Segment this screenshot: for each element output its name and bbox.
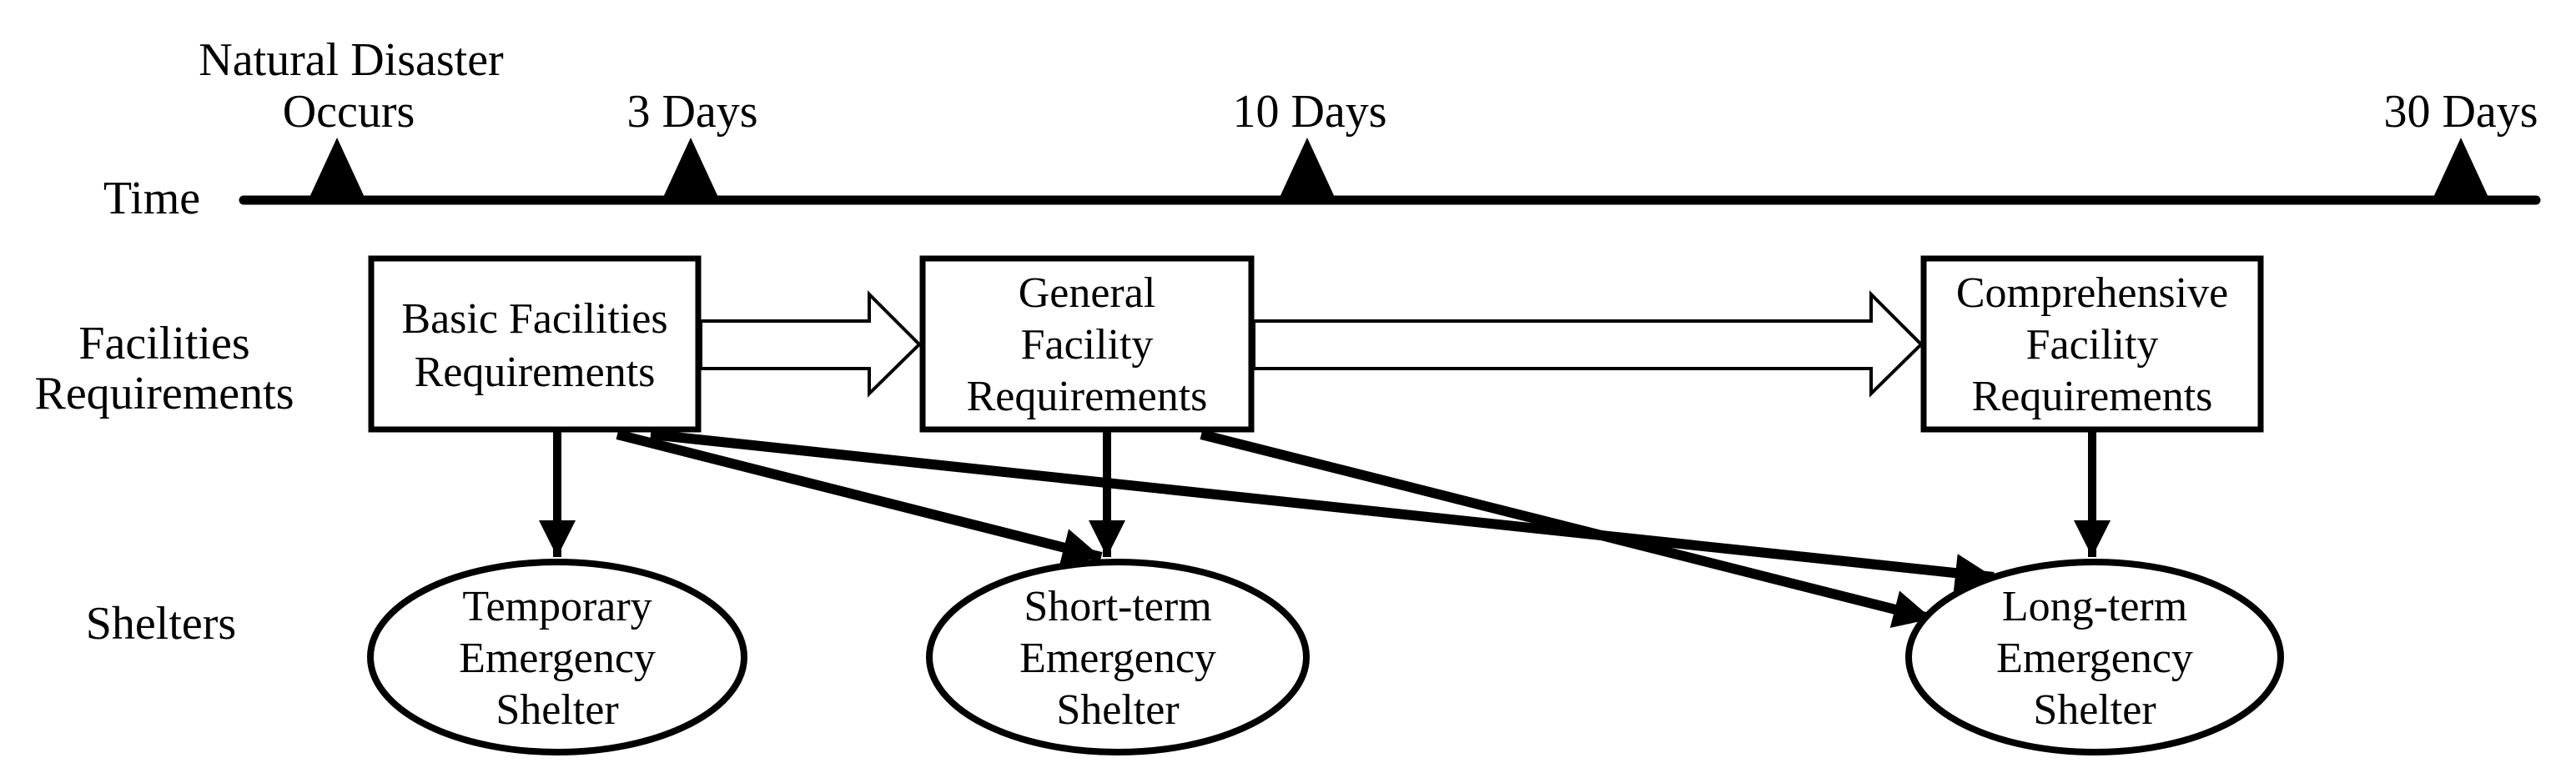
open-arrow-general-to-comprehensive [1252, 290, 1924, 398]
box-general-facility-rect [919, 255, 1255, 433]
shelter-nodes: Temporary Emergency Shelter Short-term E… [367, 559, 2284, 755]
arrow-basic-to-shortterm [616, 429, 1103, 566]
node-longterm-shelter-line2: Emergency [1996, 635, 2193, 682]
box-general-facility: General Facility Requirements [919, 255, 1255, 433]
facilities-row-label-line2: Requirements [34, 368, 294, 419]
node-shortterm-shelter-line1: Short-term [1024, 583, 1211, 630]
timeline-marker-triangle-3days [661, 138, 721, 203]
facilities-row-label-line1: Facilities [78, 318, 249, 369]
timeline: Natural Disaster Occurs 3 Days 10 Days 3… [103, 34, 2541, 224]
box-comprehensive-facility-line2: Facility [2026, 321, 2159, 369]
node-shortterm-shelter-ellipse [926, 559, 1310, 755]
open-arrows [699, 290, 1924, 398]
timeline-marker-triangle-disaster [307, 138, 367, 203]
box-basic-facilities-line1: Basic Facilities [401, 295, 667, 343]
node-temporary-shelter-line3: Shelter [496, 686, 618, 734]
arrow-general-to-longterm [1200, 429, 1934, 629]
arrow-basic-to-longterm [650, 429, 1995, 593]
node-temporary-shelter-ellipse [367, 559, 747, 755]
marker-label-10-days: 10 Days [1232, 86, 1386, 138]
box-comprehensive-facility-rect [1920, 255, 2264, 433]
marker-label-3-days: 3 Days [626, 86, 757, 138]
marker-label-natural-disaster-line2: Occurs [283, 86, 415, 138]
timeline-axis-label: Time [103, 173, 200, 224]
box-general-facility-line3: Requirements [967, 373, 1208, 420]
box-general-facility-line1: General [1019, 269, 1156, 317]
marker-label-natural-disaster-line1: Natural Disaster [199, 34, 504, 86]
box-comprehensive-facility-line3: Requirements [1972, 373, 2213, 420]
box-general-facility-line2: Facility [1021, 321, 1154, 369]
box-basic-facilities: Basic Facilities Requirements [368, 255, 702, 433]
node-temporary-shelter: Temporary Emergency Shelter [367, 559, 747, 755]
node-longterm-shelter-line3: Shelter [2033, 686, 2156, 734]
node-shortterm-shelter-line2: Emergency [1019, 635, 1216, 682]
node-temporary-shelter-line1: Temporary [462, 583, 652, 630]
node-temporary-shelter-line2: Emergency [459, 635, 656, 682]
node-longterm-shelter: Long-term Emergency Shelter [1905, 559, 2284, 755]
timeline-marker-triangle-30days [2431, 138, 2491, 203]
connector-arrows [539, 429, 2111, 629]
node-shortterm-shelter: Short-term Emergency Shelter [926, 559, 1310, 755]
node-longterm-shelter-ellipse [1905, 559, 2284, 755]
timeline-marker-triangle-10days [1277, 138, 1337, 203]
box-basic-facilities-line2: Requirements [415, 349, 656, 396]
box-basic-facilities-rect [368, 255, 702, 433]
box-comprehensive-facility-line1: Comprehensive [1956, 269, 2228, 317]
open-arrow-basic-to-general [699, 290, 922, 398]
node-longterm-shelter-line1: Long-term [2002, 583, 2187, 630]
facility-boxes: Basic Facilities Requirements General Fa… [368, 255, 2264, 433]
marker-label-30-days: 30 Days [2383, 86, 2538, 138]
shelters-row-label: Shelters [86, 598, 236, 650]
box-comprehensive-facility: Comprehensive Facility Requirements [1920, 255, 2264, 433]
node-shortterm-shelter-line3: Shelter [1056, 686, 1179, 734]
row-labels: Facilities Requirements Shelters [34, 318, 294, 650]
